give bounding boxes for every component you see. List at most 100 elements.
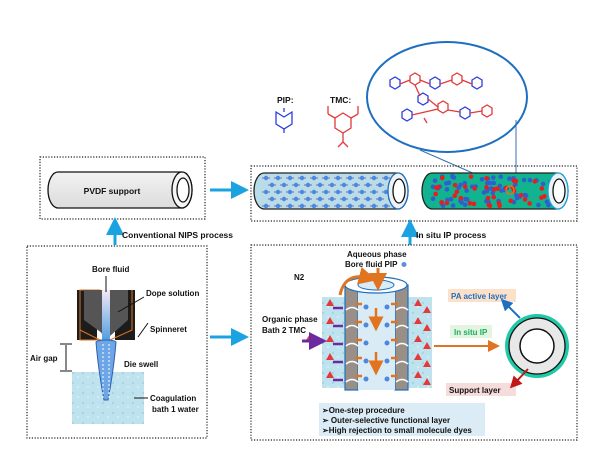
pip-unit (446, 180, 452, 186)
pip-unit (450, 173, 455, 179)
tmc-unit (439, 200, 444, 205)
pore (395, 324, 409, 329)
tmc-molecule (423, 378, 431, 385)
in-situ-ip-panel: Aqueous phase Bore fluid PIP N2 Organic … (250, 244, 578, 441)
pip-molecule (383, 203, 389, 209)
aqueous-phase-label: Aqueous phase (347, 250, 407, 259)
pip-molecule (317, 196, 323, 202)
tmc-unit (539, 186, 545, 191)
pip-molecule (275, 175, 281, 181)
tmc-molecule (414, 299, 422, 306)
pvdf-tube (47, 171, 193, 209)
pip-unit (544, 199, 550, 205)
lumen (519, 328, 555, 364)
tmc-unit (454, 189, 460, 195)
n2-arrow (338, 267, 377, 296)
pip-molecule (311, 189, 317, 195)
tmc-structure: TMC: (327, 95, 359, 148)
pip-molecule (384, 358, 390, 364)
pip-molecule (365, 182, 371, 188)
in-situ-ip-box (450, 325, 492, 338)
tmc-unit (439, 175, 445, 181)
pip-molecule (281, 196, 287, 202)
membrane-tubes-panel (250, 165, 578, 222)
pip-molecule (287, 203, 293, 209)
nascent-fiber (95, 339, 117, 401)
pvdf-support-label: PVDF support (84, 186, 141, 196)
pip-molecule (363, 376, 369, 382)
tmc-unit (452, 193, 458, 199)
tmc-unit (518, 192, 524, 198)
pore (345, 360, 359, 365)
polyamide-network (389, 72, 493, 124)
organic-phase-label: Organic phase (262, 315, 318, 324)
polyamide-zoom-bubble (366, 41, 528, 189)
tmc-molecule (414, 371, 422, 378)
pip-molecule (341, 182, 347, 188)
pip-unit (490, 175, 496, 180)
air-gap-label: Air gap (30, 354, 58, 363)
fiber-lumen (358, 285, 395, 390)
tmc-unit (452, 182, 458, 188)
pip-molecule (287, 189, 293, 195)
pip-unit (464, 188, 469, 193)
tmc-molecule (326, 353, 334, 360)
bath-2-tmc-label: Bath 2 TMC (262, 326, 306, 335)
tmc-molecule (423, 342, 431, 349)
pa-active-layer-label: PA active layer (451, 292, 507, 301)
tmc-molecule (423, 306, 431, 313)
tmc-unit (491, 187, 497, 192)
support-layer-pointer (509, 368, 529, 389)
pip-unit (432, 178, 438, 183)
pip-unit (462, 180, 468, 186)
spinning-panel: Air gap Bore fluid Dope solution Spinner… (26, 245, 208, 439)
pip-molecule (363, 322, 369, 328)
pip-molecule (359, 203, 365, 209)
tmc-unit (458, 195, 464, 201)
pip-molecule (363, 304, 369, 310)
pore (345, 342, 359, 347)
tmc-unit (513, 178, 519, 184)
pip-molecule (263, 189, 269, 195)
pip-molecule (269, 182, 275, 188)
support-layer-label: Support layer (449, 386, 501, 395)
pore (395, 342, 409, 347)
pip-unit (488, 180, 493, 186)
pip-molecule (335, 175, 341, 181)
pvdf-support-panel: PVDF support (39, 156, 206, 220)
pip-molecule (305, 182, 311, 188)
fiber-cross-section (505, 314, 569, 378)
pvdf-panel-border (39, 156, 206, 220)
pip-molecule (371, 189, 377, 195)
pip-molecule (363, 340, 369, 346)
tmc-molecule (414, 353, 422, 360)
pip-molecule (275, 203, 281, 209)
conventional-nips-label: Conventional NIPS process (122, 230, 233, 240)
tmc-molecule (326, 299, 334, 306)
zoom-focus-circle (505, 185, 515, 195)
tmc-molecule (423, 360, 431, 367)
pip-molecule (323, 203, 329, 209)
pip-molecule (384, 376, 390, 382)
tmc-molecule (326, 335, 334, 342)
pip-molecule (263, 175, 269, 181)
pip-unit (507, 176, 512, 181)
pip-unit (430, 184, 436, 190)
pip-unit (490, 190, 496, 196)
pip-molecule (311, 203, 317, 209)
tmc-unit (487, 203, 493, 209)
pip-molecule (383, 189, 389, 195)
pa-active-layer-box (448, 289, 516, 302)
bore-fluid-label: Bore fluid (92, 265, 129, 274)
tmc-legend-icon (306, 334, 314, 340)
pip-unit (479, 176, 485, 182)
pip-unit (498, 174, 504, 180)
pip-molecule (384, 304, 390, 310)
tmc-molecule (423, 324, 431, 331)
support-layer-box (446, 383, 516, 396)
pip-molecule (377, 182, 383, 188)
pip-molecule (329, 196, 335, 202)
pip-molecule (353, 196, 359, 202)
pip-molecule (341, 196, 347, 202)
pip-unit (444, 187, 450, 192)
